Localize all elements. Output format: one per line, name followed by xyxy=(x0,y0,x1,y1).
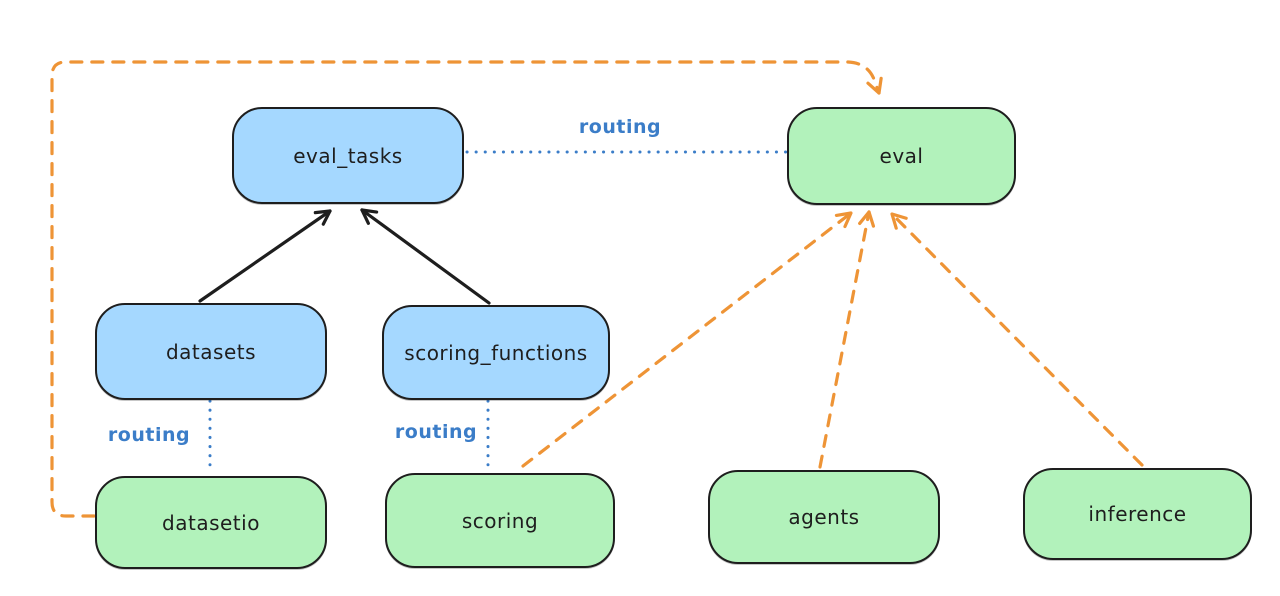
node-scoring: scoring xyxy=(385,473,615,568)
node-label-eval-tasks: eval_tasks xyxy=(293,143,403,168)
edge-inference-to-eval xyxy=(890,212,1144,467)
node-agents: agents xyxy=(708,470,940,564)
node-inference: inference xyxy=(1023,468,1252,560)
edge-label-routing-datasets-datasetio: routing xyxy=(107,424,191,446)
node-datasetio: datasetio xyxy=(95,476,327,569)
node-label-agents: agents xyxy=(788,505,860,529)
node-eval-tasks: eval_tasks xyxy=(232,107,464,204)
node-datasets: datasets xyxy=(95,303,327,400)
node-scoring-functions: scoring_functions xyxy=(382,305,610,400)
edge-label-routing-scoring-functions-scoring: routing xyxy=(394,421,478,443)
node-eval: eval xyxy=(787,107,1016,205)
edge-datasets-to-eval-tasks xyxy=(198,209,332,303)
node-label-inference: inference xyxy=(1088,502,1187,526)
node-label-scoring-functions: scoring_functions xyxy=(404,340,588,365)
node-label-scoring: scoring xyxy=(461,508,539,533)
edge-label-routing-eval-tasks-eval: routing xyxy=(578,116,662,138)
node-label-datasetio: datasetio xyxy=(162,510,260,535)
edge-scoring-functions-to-eval-tasks xyxy=(360,208,491,305)
edge-datasetio-to-eval xyxy=(50,60,883,518)
node-label-eval: eval xyxy=(879,144,924,168)
node-label-datasets: datasets xyxy=(165,339,257,364)
edge-agents-to-eval xyxy=(818,210,876,469)
